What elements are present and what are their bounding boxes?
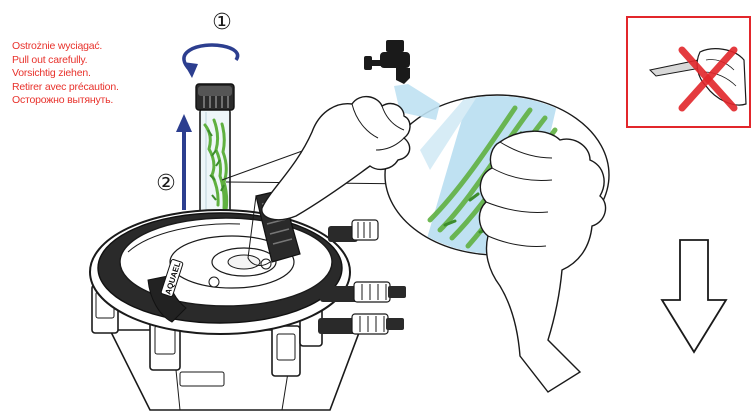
pull-up-arrow-icon xyxy=(176,114,192,210)
water-tap-icon xyxy=(364,40,410,84)
step-1-label: ① xyxy=(212,10,232,35)
caution-text-block: Ostrożnie wyciągać. Pull out carefully. … xyxy=(12,40,187,108)
left-gloved-hand xyxy=(262,97,410,220)
no-knife-warning xyxy=(627,17,750,127)
caution-line-english: Pull out carefully. xyxy=(12,54,187,68)
rotate-arrow-icon xyxy=(183,45,238,78)
next-step-down-arrow-icon xyxy=(662,240,726,352)
caution-line-russian: Осторожно вытянуть. xyxy=(12,94,187,108)
caution-line-german: Vorsichtig ziehen. xyxy=(12,67,187,81)
right-gloved-hand xyxy=(479,131,605,392)
caution-line-polish: Ostrożnie wyciągać. xyxy=(12,40,187,54)
filter-canister xyxy=(90,210,360,410)
caution-line-french: Retirer avec précaution. xyxy=(12,81,187,95)
sponge-cartridge xyxy=(196,84,234,218)
step-2-label: ② xyxy=(156,171,176,196)
